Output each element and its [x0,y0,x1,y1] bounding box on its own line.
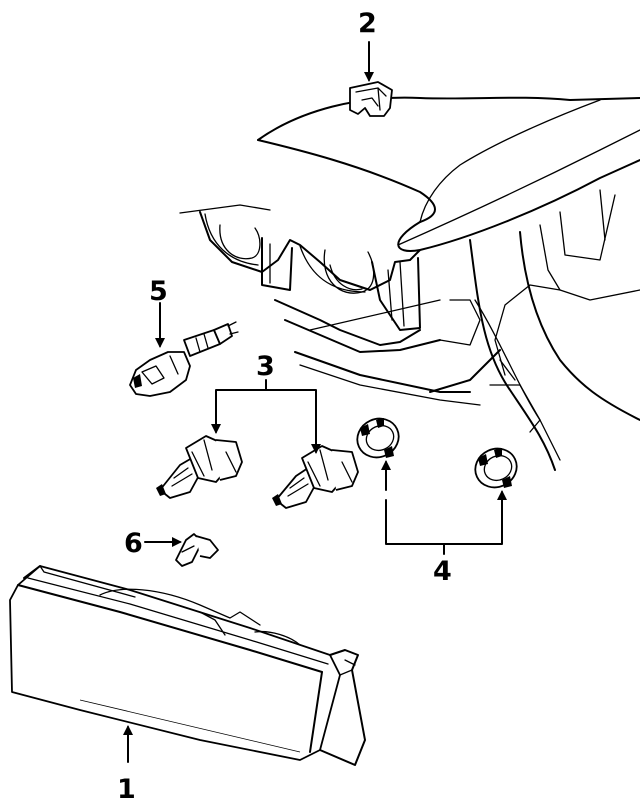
part-2-retainer-clip[interactable] [349,81,393,117]
callout-5[interactable]: 5 [149,276,168,307]
callout-6[interactable]: 6 [124,528,143,559]
callout-4[interactable]: 4 [433,556,452,587]
part-1-headlamp-assembly[interactable] [9,565,366,766]
callout-1[interactable]: 1 [117,774,136,805]
hood-outline [257,96,640,141]
hood-front-edge [257,139,436,223]
leader-4-bracket [385,499,503,545]
part-5-socket[interactable] [129,321,239,397]
part-3-bulb-right[interactable] [272,445,359,509]
callout-3[interactable]: 3 [256,351,275,382]
lamp-opening [199,211,421,291]
vehicle-front-body [179,96,640,471]
part-4-ring-left[interactable] [351,412,405,464]
part-6-marker-bulb[interactable] [175,533,219,567]
fender-outline [469,239,556,471]
callout-2[interactable]: 2 [358,8,377,39]
part-3-bulb-left[interactable] [156,435,243,499]
part-4-ring-right[interactable] [469,442,523,494]
hood-right-edge [397,159,640,252]
